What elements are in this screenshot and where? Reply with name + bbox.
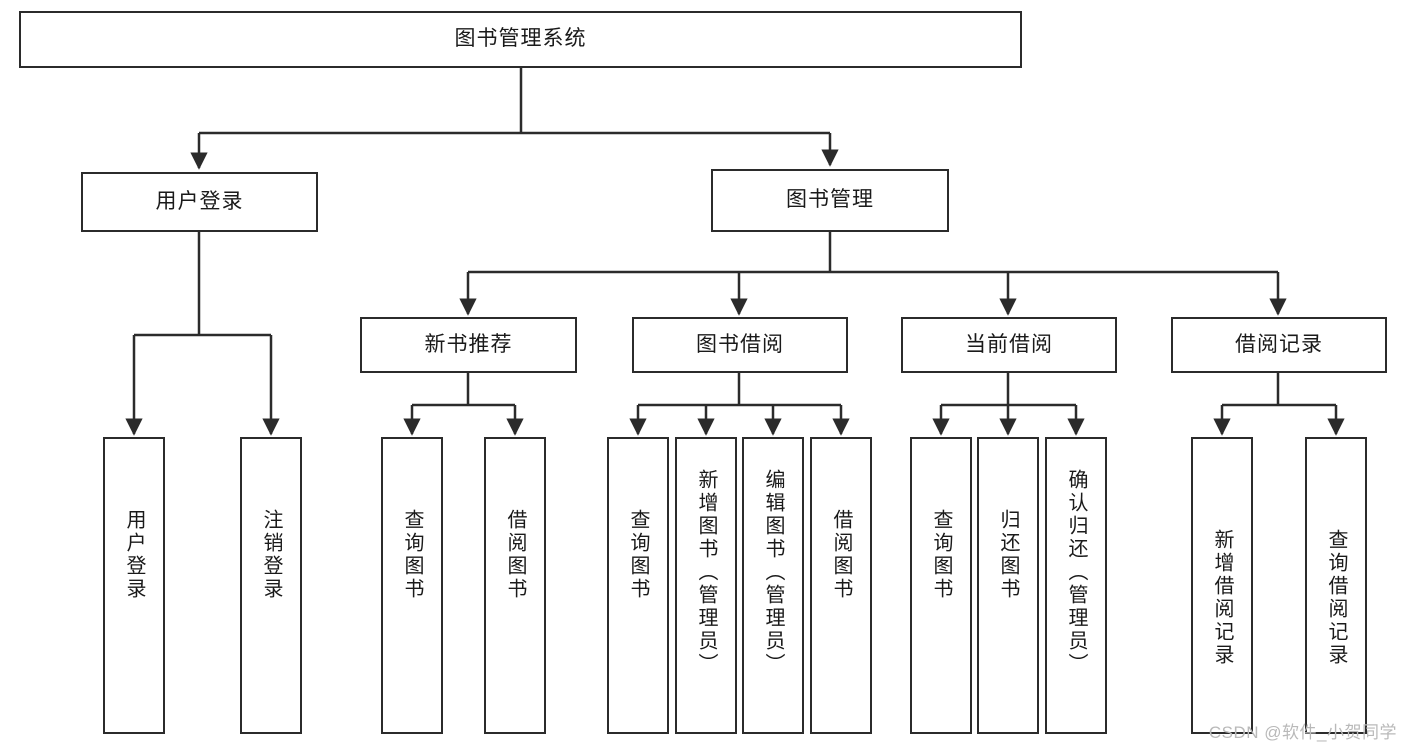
node-book-borrow[interactable]: 图书借阅 bbox=[632, 317, 848, 373]
node-label: 编辑图书（管理员） bbox=[762, 469, 784, 676]
node-label: 借阅图书 bbox=[504, 509, 526, 601]
node-label: 当前借阅 bbox=[965, 332, 1053, 356]
node-label: 归还图书 bbox=[997, 509, 1019, 601]
node-label: 借阅记录 bbox=[1235, 332, 1323, 356]
node-leaf-edit-book[interactable]: 编辑图书（管理员） bbox=[742, 437, 804, 734]
node-label: 图书借阅 bbox=[696, 332, 784, 356]
node-label: 查询图书 bbox=[627, 509, 649, 601]
node-new-book-recommend[interactable]: 新书推荐 bbox=[360, 317, 577, 373]
node-leaf-query-book-3[interactable]: 查询图书 bbox=[910, 437, 972, 734]
node-leaf-query-book-1[interactable]: 查询图书 bbox=[381, 437, 443, 734]
node-label: 图书管理 bbox=[786, 188, 874, 212]
node-book-manage[interactable]: 图书管理 bbox=[711, 169, 949, 232]
node-leaf-add-book[interactable]: 新增图书（管理员） bbox=[675, 437, 737, 734]
node-leaf-borrow-book-2[interactable]: 借阅图书 bbox=[810, 437, 872, 734]
node-label: 借阅图书 bbox=[830, 509, 852, 601]
node-label: 新书推荐 bbox=[424, 332, 513, 356]
node-leaf-user-login[interactable]: 用户登录 bbox=[103, 437, 165, 734]
node-user-login[interactable]: 用户登录 bbox=[81, 172, 318, 232]
node-label: 新增借阅记录 bbox=[1211, 529, 1233, 667]
node-leaf-query-book-2[interactable]: 查询图书 bbox=[607, 437, 669, 734]
node-leaf-query-record[interactable]: 查询借阅记录 bbox=[1305, 437, 1367, 734]
node-root-system[interactable]: 图书管理系统 bbox=[19, 11, 1022, 68]
node-label: 图书管理系统 bbox=[454, 27, 587, 51]
node-borrow-record[interactable]: 借阅记录 bbox=[1171, 317, 1387, 373]
node-label: 确认归还（管理员） bbox=[1065, 469, 1087, 676]
node-label: 查询借阅记录 bbox=[1325, 529, 1347, 667]
node-leaf-add-record[interactable]: 新增借阅记录 bbox=[1191, 437, 1253, 734]
node-label: 注销登录 bbox=[260, 509, 282, 601]
node-label: 查询图书 bbox=[930, 509, 952, 601]
node-label: 查询图书 bbox=[401, 509, 423, 601]
node-current-borrow[interactable]: 当前借阅 bbox=[901, 317, 1117, 373]
node-leaf-borrow-book-1[interactable]: 借阅图书 bbox=[484, 437, 546, 734]
node-leaf-return-book[interactable]: 归还图书 bbox=[977, 437, 1039, 734]
node-leaf-logout[interactable]: 注销登录 bbox=[240, 437, 302, 734]
node-label: 用户登录 bbox=[155, 189, 244, 213]
node-label: 用户登录 bbox=[123, 509, 145, 601]
node-leaf-confirm-return[interactable]: 确认归还（管理员） bbox=[1045, 437, 1107, 734]
node-label: 新增图书（管理员） bbox=[695, 469, 717, 676]
